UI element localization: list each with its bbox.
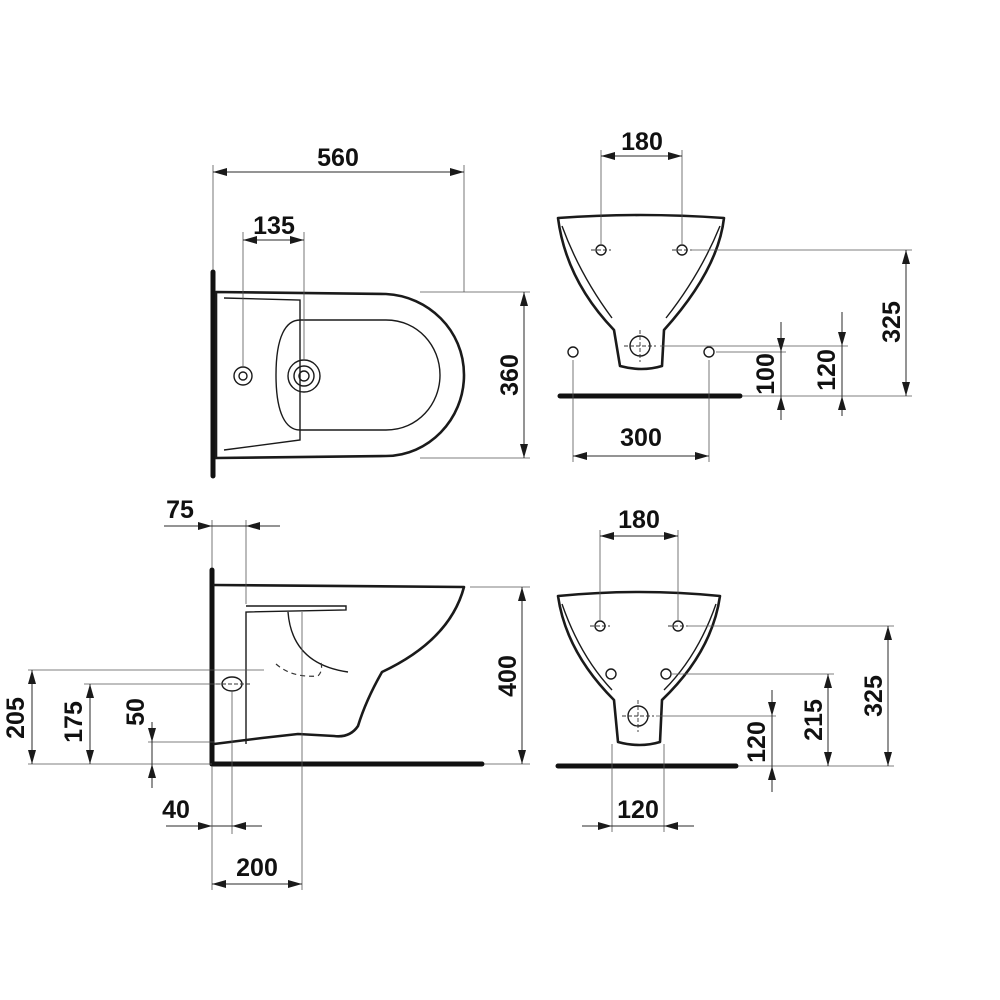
dim-300-label: 300 bbox=[620, 424, 662, 452]
dim-120-bottom-height-label: 120 bbox=[743, 721, 771, 763]
dim-50-label: 50 bbox=[122, 698, 150, 726]
dim-40-label: 40 bbox=[162, 796, 190, 824]
dim-360-label: 360 bbox=[496, 354, 524, 396]
top-view-outline bbox=[214, 290, 466, 460]
front-top-rim bbox=[561, 225, 721, 319]
front-view-bottom: 180 120 120 215 325 bbox=[555, 506, 894, 832]
front-bottom-rim bbox=[561, 603, 717, 691]
waste-hole bbox=[287, 359, 321, 393]
side-view: 75 400 205 175 50 40 bbox=[2, 496, 530, 890]
dim-560-label: 560 bbox=[317, 144, 359, 172]
side-view-bowl bbox=[287, 611, 349, 673]
dim-200-label: 200 bbox=[236, 854, 278, 882]
dim-400-label: 400 bbox=[494, 655, 522, 697]
side-view-trap bbox=[275, 659, 323, 677]
front-view-top: 180 300 100 120 325 bbox=[556, 128, 912, 462]
floor-bolt-right bbox=[703, 346, 715, 358]
dim-135-label: 135 bbox=[253, 212, 295, 240]
dim-120-top-label: 120 bbox=[813, 349, 841, 391]
side-view-deck bbox=[245, 605, 347, 744]
dim-100-label: 100 bbox=[752, 353, 780, 395]
dim-325-bottom-label: 325 bbox=[860, 675, 888, 717]
tap-hole bbox=[233, 366, 253, 386]
waste-hole-inner bbox=[293, 365, 315, 387]
waste-hole-core bbox=[298, 370, 310, 382]
dim-175-label: 175 bbox=[60, 701, 88, 743]
dim-180-top-label: 180 bbox=[621, 128, 663, 156]
top-view: 560 135 360 bbox=[210, 144, 530, 479]
front-top-bowl bbox=[556, 213, 726, 371]
dim-205-label: 205 bbox=[2, 697, 30, 739]
dim-120-bottom-width-label: 120 bbox=[617, 796, 659, 824]
top-view-bowl bbox=[275, 319, 441, 431]
top-view-deck bbox=[223, 297, 301, 451]
side-view-body bbox=[212, 583, 466, 746]
dim-75-label: 75 bbox=[166, 496, 194, 524]
dim-180-bottom-label: 180 bbox=[618, 506, 660, 534]
dim-325-top-label: 325 bbox=[878, 301, 906, 343]
tap-hole-inner bbox=[238, 371, 248, 381]
front-bottom-inlet-left bbox=[605, 668, 617, 680]
front-bottom-inlet-right bbox=[660, 668, 672, 680]
front-bottom-bowl bbox=[556, 590, 722, 747]
dim-215-label: 215 bbox=[800, 699, 828, 741]
floor-bolt-left bbox=[567, 346, 579, 358]
